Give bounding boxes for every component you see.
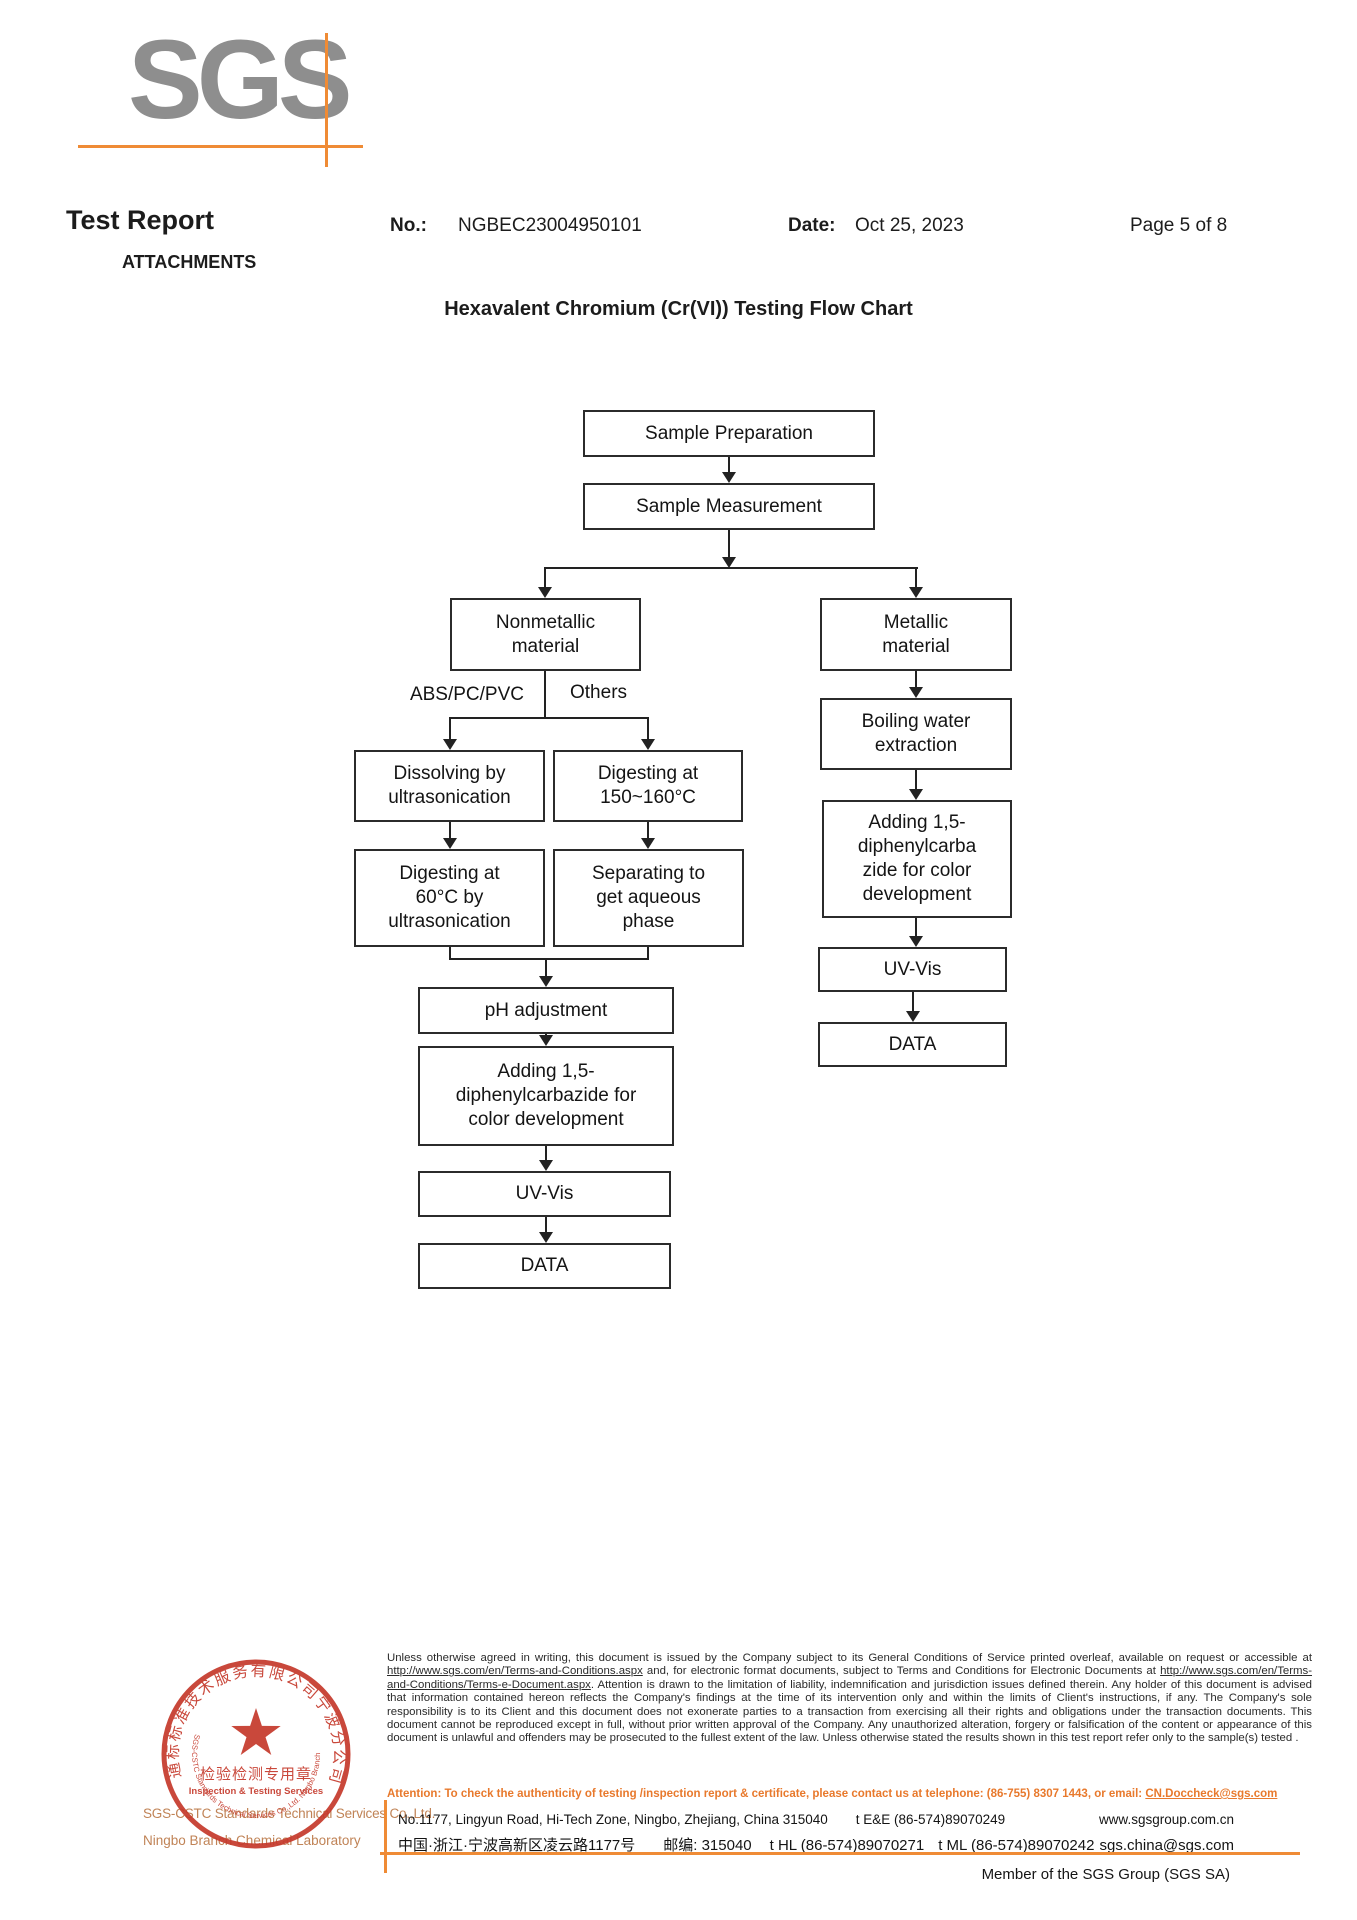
arrowhead-icon xyxy=(909,587,923,598)
page-number: Page 5 of 8 xyxy=(1130,215,1228,236)
address-cn: 中国·浙江·宁波高新区凌云路1177号 xyxy=(398,1837,636,1854)
node-sample-preparation: Sample Preparation xyxy=(583,410,875,457)
arrowhead-icon xyxy=(443,739,457,750)
report-date-value: Oct 25, 2023 xyxy=(855,215,964,236)
arrowhead-icon xyxy=(539,1035,553,1046)
phone-ee: t E&E (86-574)89070249 xyxy=(855,1812,1006,1827)
member-line: Member of the SGS Group (SGS SA) xyxy=(981,1866,1230,1883)
branch-label-abs-pc-pvc: ABS/PC/PVC xyxy=(409,684,524,705)
flowchart-title: Hexavalent Chromium (Cr(VI)) Testing Flo… xyxy=(444,298,913,320)
phone-hl: t HL (86-574)89070271 xyxy=(769,1837,925,1854)
arrowhead-icon xyxy=(722,472,736,483)
connector-line xyxy=(449,947,451,960)
postcode-cn: 邮编: 315040 xyxy=(663,1837,752,1854)
arrowhead-icon xyxy=(722,557,736,568)
footer-accent-rule xyxy=(380,1852,1300,1855)
connector-line xyxy=(544,567,918,569)
node-separating-aqueous-phase: Separating to get aqueous phase xyxy=(553,849,744,947)
logo-accent-horizontal-line xyxy=(78,145,363,148)
connector-line xyxy=(449,958,649,960)
logo-accent-vertical-line xyxy=(325,33,328,167)
legal-disclaimer: Unless otherwise agreed in writing, this… xyxy=(387,1652,1312,1745)
company-branch-line: Ningbo Branch Chemical Laboratory xyxy=(143,1833,361,1848)
connector-line xyxy=(545,1146,547,1160)
attachments-label: ATTACHMENTS xyxy=(122,252,257,272)
node-metallic-material: Metallic material xyxy=(820,598,1012,671)
node-data-left: DATA xyxy=(418,1243,671,1289)
connector-line xyxy=(912,992,914,1011)
arrowhead-icon xyxy=(909,789,923,800)
node-adding-diphenylcarbazide-right: Adding 1,5- diphenylcarba zide for color… xyxy=(822,800,1012,918)
stamp-center-en: Inspection & Testing Services xyxy=(189,1786,323,1797)
address-accent-bar xyxy=(384,1800,387,1873)
arrowhead-icon xyxy=(909,936,923,947)
node-adding-diphenylcarbazide-left: Adding 1,5- diphenylcarbazide for color … xyxy=(418,1046,674,1146)
arrowhead-icon xyxy=(538,587,552,598)
branch-label-others: Others xyxy=(570,682,628,703)
arrowhead-icon xyxy=(909,687,923,698)
company-name-line: SGS-CSTC Standards Technical Services Co… xyxy=(143,1806,436,1821)
node-nonmetallic-material: Nonmetallic material xyxy=(450,598,641,671)
report-date-label: Date: xyxy=(788,215,836,236)
node-sample-measurement: Sample Measurement xyxy=(583,483,875,530)
node-digesting-150-160: Digesting at 150~160°C xyxy=(553,750,743,822)
star-icon xyxy=(231,1708,281,1755)
report-no-value: NGBEC23004950101 xyxy=(458,215,642,236)
connector-line xyxy=(728,530,730,557)
website: www.sgsgroup.com.cn xyxy=(1098,1812,1234,1827)
connector-line xyxy=(728,457,730,472)
phone-ml: t ML (86-574)89070242 xyxy=(938,1837,1095,1854)
connector-line xyxy=(449,717,649,719)
arrowhead-icon xyxy=(906,1011,920,1022)
stamp-ring xyxy=(161,1659,351,1849)
connector-line xyxy=(647,717,649,739)
connector-line xyxy=(915,671,917,687)
arrowhead-icon xyxy=(539,1232,553,1243)
connector-line xyxy=(915,569,917,587)
node-boiling-water-extraction: Boiling water extraction xyxy=(820,698,1012,770)
address-en: No.1177, Lingyun Road, Hi-Tech Zone, Nin… xyxy=(398,1812,828,1827)
connector-line xyxy=(449,717,451,739)
node-ph-adjustment: pH adjustment xyxy=(418,987,674,1034)
connector-line xyxy=(449,822,451,838)
address-row-cn: 中国·浙江·宁波高新区凌云路1177号 邮编: 315040 t HL (86-… xyxy=(398,1834,1234,1855)
connector-line xyxy=(647,822,649,838)
node-digesting-60-ultrasonication: Digesting at 60°C by ultrasonication xyxy=(354,849,545,947)
email: sgs.china@sgs.com xyxy=(1099,1837,1234,1854)
node-dissolving-ultrasonication: Dissolving by ultrasonication xyxy=(354,750,545,822)
report-title: Test Report xyxy=(66,205,215,235)
node-data-right: DATA xyxy=(818,1022,1007,1067)
node-uv-vis-right: UV-Vis xyxy=(818,947,1007,992)
node-uv-vis-left: UV-Vis xyxy=(418,1171,671,1217)
address-row-en: No.1177, Lingyun Road, Hi-Tech Zone, Nin… xyxy=(398,1812,1234,1827)
connector-line xyxy=(915,918,917,936)
report-no-label: No.: xyxy=(390,215,427,236)
stamp-center-cn: 检验检测专用章 xyxy=(200,1765,312,1783)
connector-line xyxy=(545,1217,547,1232)
arrowhead-icon xyxy=(539,1160,553,1171)
arrowhead-icon xyxy=(641,739,655,750)
sgs-logo: SGS xyxy=(128,17,353,142)
inspection-stamp: 通标标准技术服务有限公司宁波分公司 SGS-CSTC Standards Tec… xyxy=(161,1659,351,1849)
connector-line xyxy=(915,770,917,789)
arrowhead-icon xyxy=(641,838,655,849)
attention-notice: Attention: To check the authenticity of … xyxy=(387,1788,1278,1800)
connector-line xyxy=(647,947,649,960)
arrowhead-icon xyxy=(443,838,457,849)
connector-line xyxy=(544,671,546,719)
connector-line xyxy=(545,960,547,976)
connector-line xyxy=(544,569,546,587)
arrowhead-icon xyxy=(539,976,553,987)
